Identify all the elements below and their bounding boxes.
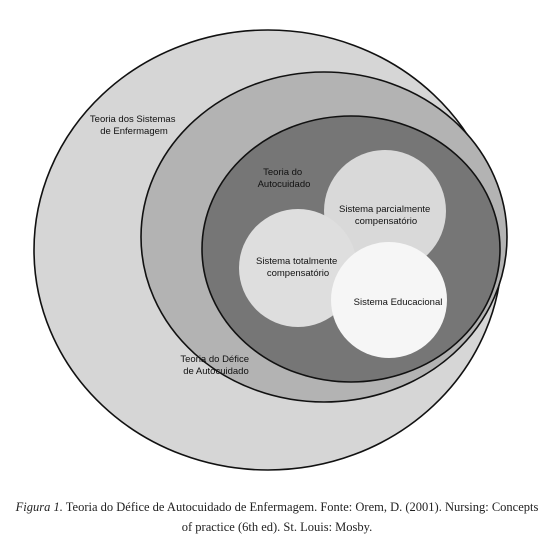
outer-label: Teoria dos Sistemas de Enfermagem: [90, 114, 178, 137]
total-label: Sistema totalmente compensatório: [256, 256, 340, 279]
total-label-line1: Sistema totalmente: [256, 256, 337, 267]
caption-text: Teoria do Défice de Autocuidado de Enfer…: [62, 500, 539, 534]
inner-label-line1: Teoria do: [263, 167, 302, 178]
outer-label-line2: de Enfermagem: [100, 126, 168, 137]
circle-totally-compensatory: [239, 209, 357, 327]
circle-educational: [331, 242, 447, 358]
total-label-line2: compensatório: [267, 268, 329, 279]
middle-label-line1: Teoria do Défice: [180, 354, 249, 365]
inner-label-line2: Autocuidado: [258, 179, 311, 190]
partial-label-line1: Sistema parcialmente: [339, 204, 430, 215]
figure-label: Figura 1.: [15, 500, 63, 514]
middle-label: Teoria do Défice de Autocuidado: [180, 354, 251, 377]
figure-caption: Figura 1. Teoria do Défice de Autocuidad…: [10, 497, 544, 537]
nursing-theory-diagram: Teoria dos Sistemas de Enfermagem Teoria…: [33, 29, 508, 471]
partial-label-line2: compensatório: [355, 216, 417, 227]
outer-label-line1: Teoria dos Sistemas: [90, 114, 176, 125]
middle-label-line2: de Autocuidado: [183, 366, 249, 377]
educational-label: Sistema Educacional: [354, 297, 443, 308]
inner-label: Teoria do Autocuidado: [258, 167, 311, 190]
circle-partially-compensatory: [324, 150, 446, 272]
partial-label: Sistema parcialmente compensatório: [339, 204, 433, 227]
